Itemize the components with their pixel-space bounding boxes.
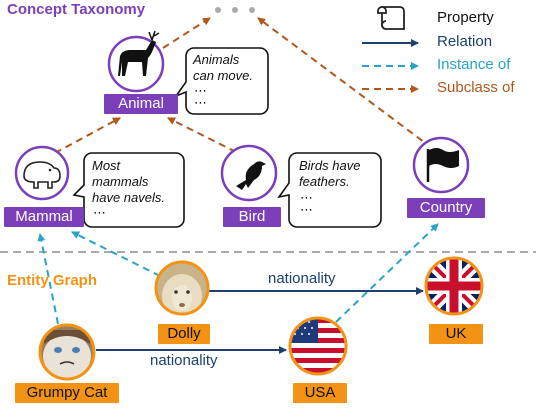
bird-bubble <box>277 152 382 228</box>
dolly-uk-relation-label: nationality <box>268 270 336 287</box>
dolly-to-mammal-arrow <box>71 231 161 277</box>
uk-label: UK <box>429 324 483 344</box>
grumpy-usa-relation-label: nationality <box>150 352 218 369</box>
animal-to-top-arrow <box>162 17 211 49</box>
country-to-top-arrow <box>257 17 433 149</box>
animal-bubble <box>173 47 269 115</box>
usa-label: USA <box>293 383 347 403</box>
mammal-to-animal-arrow <box>54 117 121 154</box>
hippo-icon <box>14 145 70 201</box>
mammal-bubble-line3: have navels. <box>92 190 165 205</box>
bird-icon <box>220 144 278 202</box>
top-ellipsis <box>215 7 255 13</box>
bird-bubble-line2: feathers. <box>299 174 350 189</box>
mammal-label: Mammal <box>4 207 84 227</box>
legend-property-label: Property <box>437 9 494 26</box>
bird-label: Bird <box>223 207 281 227</box>
grumpy-to-mammal-arrow <box>37 233 59 325</box>
mammal-bubble-line1: Most <box>92 158 121 173</box>
concept-taxonomy-title: Concept Taxonomy <box>7 1 146 18</box>
relation-arrows <box>96 287 424 354</box>
uk-flag-avatar <box>424 256 484 316</box>
mammal-bubble-line2: mammals <box>92 174 149 189</box>
scroll-icon <box>377 6 405 30</box>
animal-bubble-line1: Animals <box>193 52 240 67</box>
flag-icon <box>412 136 470 194</box>
legend-relation-label: Relation <box>437 33 493 50</box>
usa-flag-avatar <box>288 316 348 376</box>
legend-subclass-label: Subclass of <box>437 79 515 96</box>
grumpy-cat-label: Grumpy Cat <box>15 383 119 403</box>
dolly-label: Dolly <box>158 324 210 344</box>
legend-instance-label: Instance of <box>437 56 511 73</box>
mammal-bubble <box>72 152 185 228</box>
country-label: Country <box>407 198 485 218</box>
dolly-avatar <box>154 260 210 316</box>
grumpy-cat-avatar <box>38 323 96 381</box>
deer-icon <box>107 30 165 93</box>
usa-to-country-arrow <box>335 223 439 323</box>
bird-bubble-line1: Birds have <box>299 158 361 173</box>
mammal-bubble-dots: ⋯ <box>93 205 107 220</box>
animal-bubble-dots: ⋯⋯ <box>194 83 208 110</box>
subclass-arrows <box>54 17 433 154</box>
instance-arrows <box>37 223 439 325</box>
bird-to-animal-arrow <box>167 117 237 153</box>
legend <box>362 6 419 93</box>
entity-graph-title: Entity Graph <box>7 272 98 289</box>
animal-label: Animal <box>104 94 178 114</box>
animal-bubble-line2: can move. <box>193 68 253 83</box>
bird-bubble-dots: ⋯⋯ <box>300 190 314 217</box>
